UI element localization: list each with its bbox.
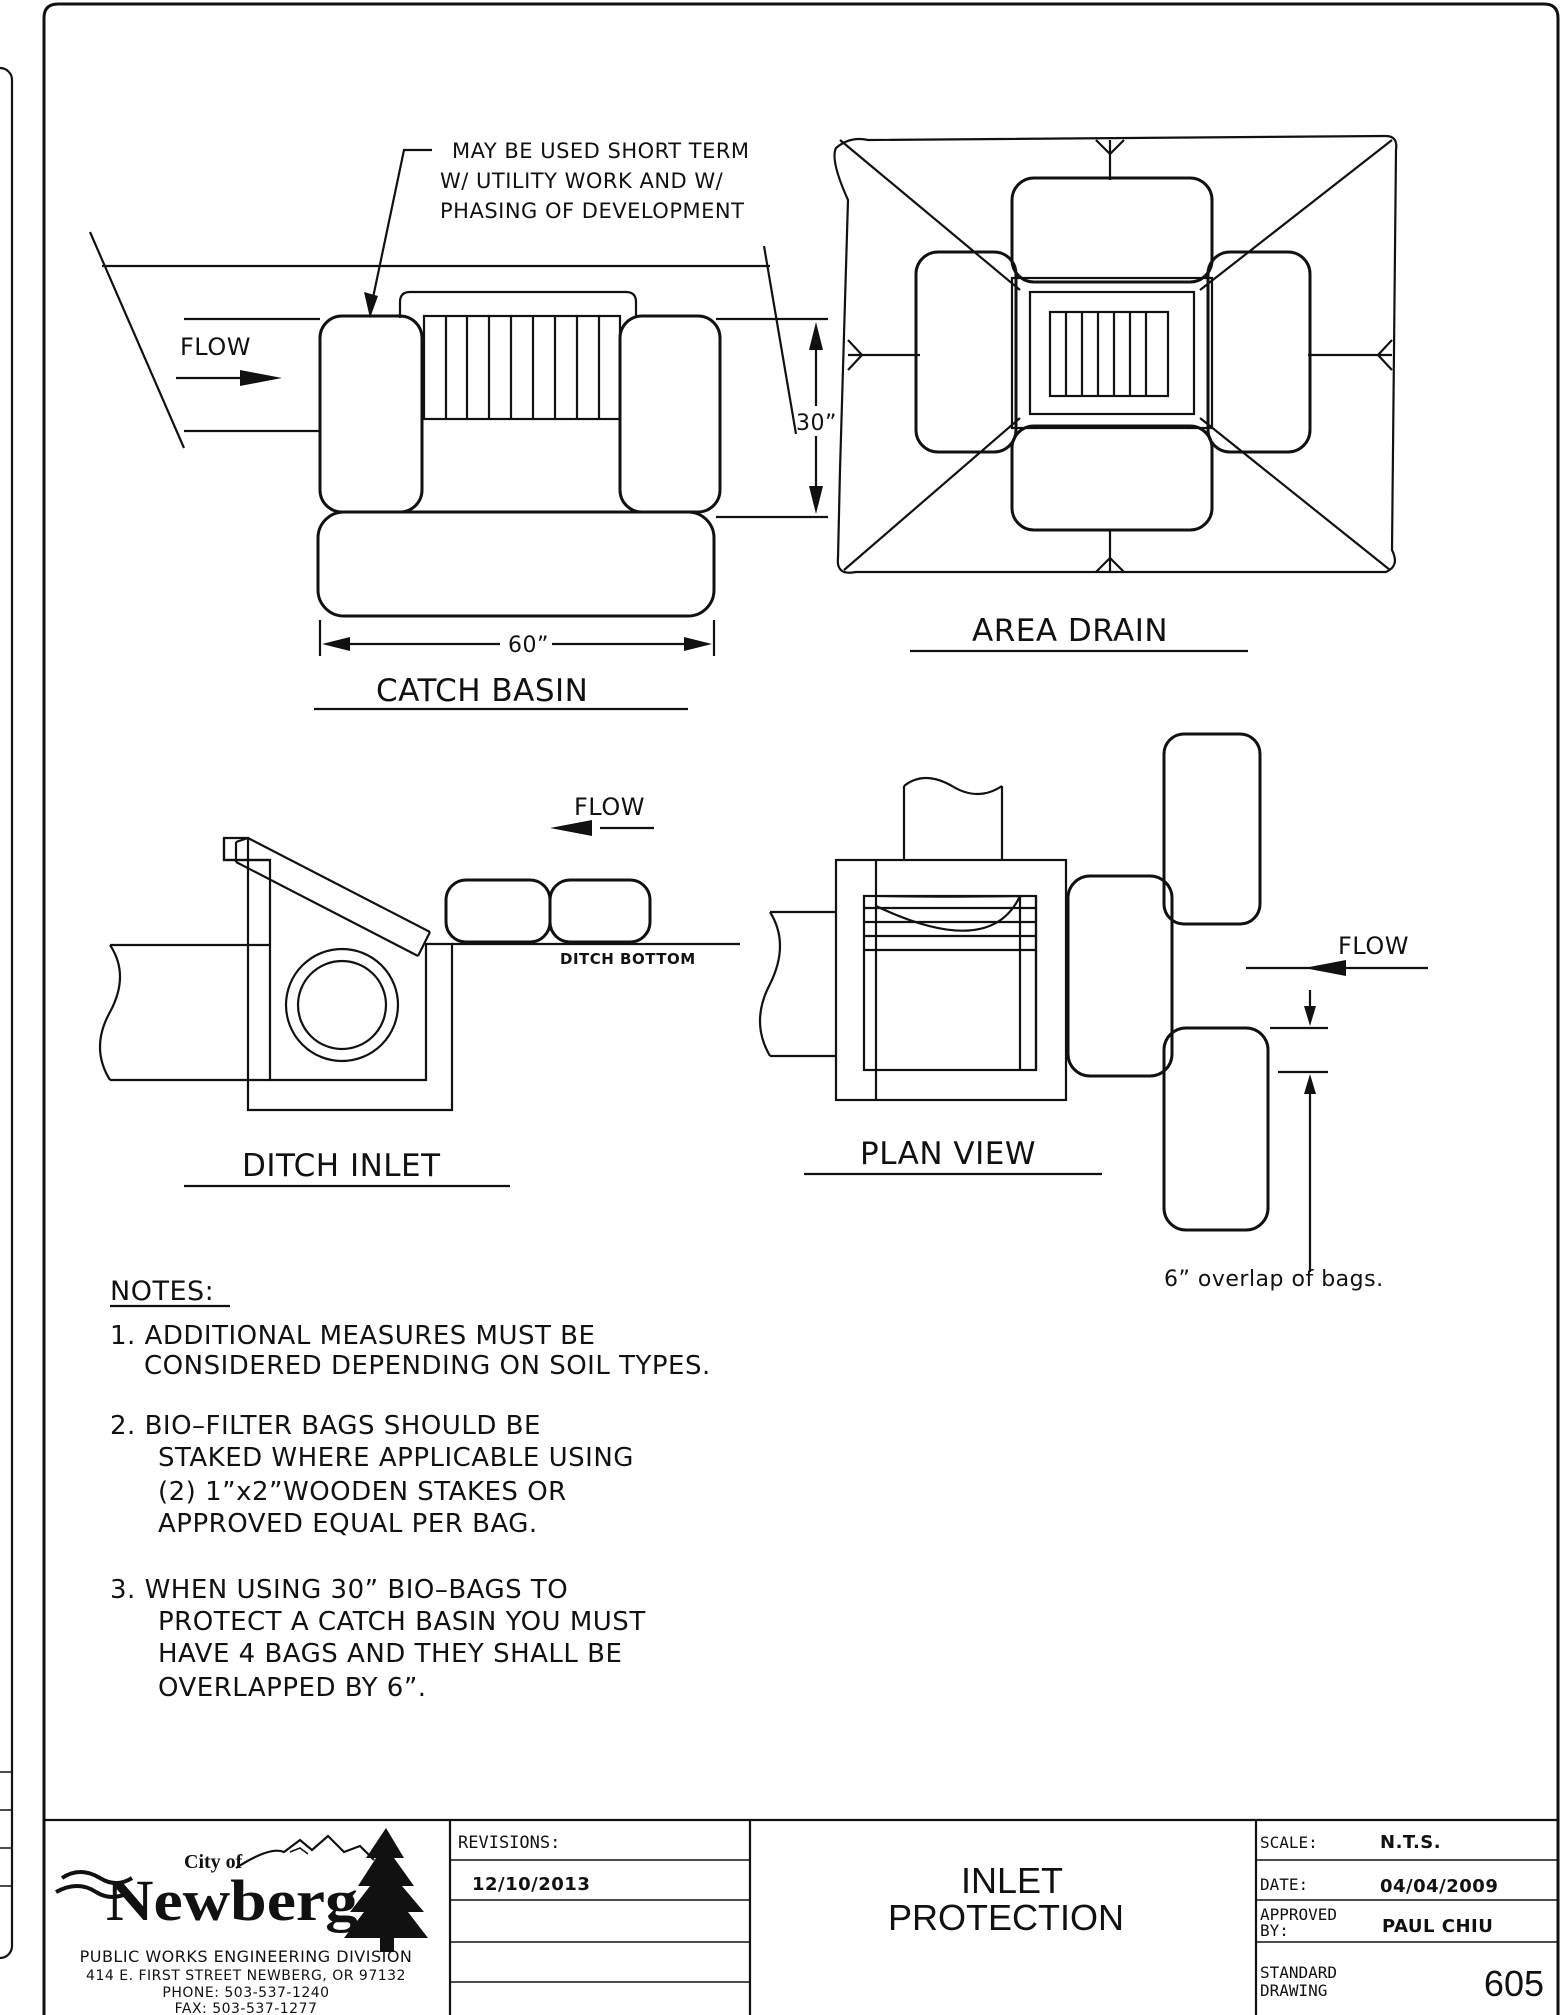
catch-basin-detail: FLOW MAY BE USED SHORT TERM W/ UTILITY W…	[88, 139, 837, 711]
note-line: HAVE 4 BAGS AND THEY SHALL BE	[158, 1639, 622, 1669]
left-sheet-frame	[0, 66, 14, 1960]
standard-drawing-label-2: DRAWING	[1260, 1981, 1327, 2000]
flow-arrow	[240, 370, 282, 386]
ditch-inlet-flow-label: FLOW	[574, 793, 645, 821]
bio-bag	[1206, 250, 1312, 454]
bio-bag	[444, 878, 552, 944]
area-drain-grate	[1048, 310, 1170, 398]
note-line: (2) 1”x2”WOODEN STAKES OR	[158, 1477, 567, 1507]
bio-bag	[1010, 176, 1214, 284]
flow-arrow	[550, 820, 592, 836]
pipe-break	[99, 944, 121, 1081]
plan-view-structure	[834, 858, 1068, 1102]
notes-heading: NOTES:	[110, 1276, 214, 1307]
note-line: 1. ADDITIONAL MEASURES MUST BE	[110, 1321, 595, 1351]
dept-phone: PHONE: 503-537-1240	[162, 1985, 329, 2001]
area-drain-frame	[1010, 276, 1214, 430]
title-block: City of Newberg PUBLIC WORKS ENGINEERING…	[44, 1818, 1558, 2015]
overlap-note: 6” overlap of bags.	[1164, 1267, 1384, 1292]
bio-bag	[1066, 874, 1174, 1078]
ditch-inlet-pipe-outer	[284, 947, 400, 1063]
height-dimension: 30”	[796, 411, 837, 436]
ditch-bottom-label: DITCH BOTTOM	[560, 950, 696, 968]
ditch-inlet-title: DITCH INLET	[242, 1148, 441, 1184]
area-drain-title: AREA DRAIN	[972, 613, 1168, 649]
logo-newberg: Newberg	[106, 1868, 358, 1933]
callout-line-1: MAY BE USED SHORT TERM	[452, 139, 750, 163]
drawing-title-line-2: PROTECTION	[888, 1897, 1124, 1938]
bio-bag	[1162, 1026, 1270, 1232]
revision-date: 12/10/2013	[472, 1874, 590, 1895]
catch-basin-flow-label: FLOW	[180, 333, 251, 361]
bio-bag	[316, 510, 716, 618]
revisions-label: REVISIONS:	[458, 1833, 560, 1853]
pipe-break	[903, 776, 1003, 796]
note-line: STAKED WHERE APPLICABLE USING	[158, 1443, 634, 1473]
bio-bag	[618, 314, 722, 514]
plan-view-flow-label: FLOW	[1338, 932, 1409, 960]
fir-tree-icon	[344, 1828, 428, 1952]
river-wave-icon	[60, 1870, 134, 1885]
pipe-break	[759, 911, 781, 1057]
scale-label: SCALE:	[1260, 1833, 1318, 1852]
drawing-number: 605	[1484, 1963, 1544, 2004]
ditch-inlet-detail: DITCH BOTTOM FLOW DITCH INLET	[99, 793, 740, 1188]
callout-line-2: W/ UTILITY WORK AND W/	[440, 169, 724, 193]
catch-basin-grate	[422, 314, 622, 421]
dept-name: PUBLIC WORKS ENGINEERING DIVISION	[80, 1947, 413, 1966]
ditch-inlet-concrete	[222, 836, 454, 1112]
catch-basin-title: CATCH BASIN	[376, 673, 588, 709]
ditch-inlet-pipe-inner	[296, 959, 388, 1051]
callout-leader	[368, 148, 432, 313]
bio-bag	[914, 250, 1018, 454]
width-dimension: 60”	[508, 633, 549, 658]
bio-bag	[548, 878, 652, 944]
standard-drawing-label: STANDARD	[1260, 1963, 1337, 1982]
bio-bag	[1010, 424, 1214, 532]
flow-arrow	[1304, 960, 1346, 976]
plan-view-detail: FLOW 6” overlap of bags. PLAN VIEW	[759, 732, 1428, 1292]
approved-label: APPROVED	[1260, 1905, 1337, 1924]
logo-city-of: City of	[184, 1851, 243, 1873]
note-line: APPROVED EQUAL PER BAG.	[158, 1509, 538, 1539]
date-label: DATE:	[1260, 1875, 1308, 1894]
plan-view-title: PLAN VIEW	[860, 1136, 1036, 1172]
dept-fax: FAX: 503-537-1277	[175, 2001, 318, 2015]
date-value: 04/04/2009	[1380, 1876, 1498, 1897]
bio-bag	[318, 314, 424, 514]
approved-value: PAUL CHIU	[1382, 1916, 1493, 1937]
scale-value: N.T.S.	[1380, 1832, 1441, 1853]
note-line: CONSIDERED DEPENDING ON SOIL TYPES.	[144, 1351, 711, 1381]
area-drain-pad	[833, 134, 1398, 574]
notes-section: NOTES: 1. ADDITIONAL MEASURES MUST BE CO…	[110, 1276, 711, 1703]
main-border	[42, 2, 1560, 2015]
city-of-newberg-logo: City of Newberg	[55, 1828, 428, 1952]
note-line: 2. BIO–FILTER BAGS SHOULD BE	[110, 1411, 541, 1441]
approved-label-by: BY:	[1260, 1921, 1289, 1940]
note-line: PROTECT A CATCH BASIN YOU MUST	[158, 1607, 646, 1637]
callout-line-3: PHASING OF DEVELOPMENT	[440, 199, 744, 223]
note-line: 3. WHEN USING 30” BIO–BAGS TO	[110, 1575, 568, 1605]
bio-bag	[1162, 732, 1262, 926]
area-drain-detail: AREA DRAIN	[833, 134, 1398, 653]
note-line: OVERLAPPED BY 6”.	[158, 1673, 427, 1703]
drawing-title-line-1: INLET	[961, 1860, 1063, 1901]
dept-address: 414 E. FIRST STREET NEWBERG, OR 97132	[86, 1968, 406, 1984]
